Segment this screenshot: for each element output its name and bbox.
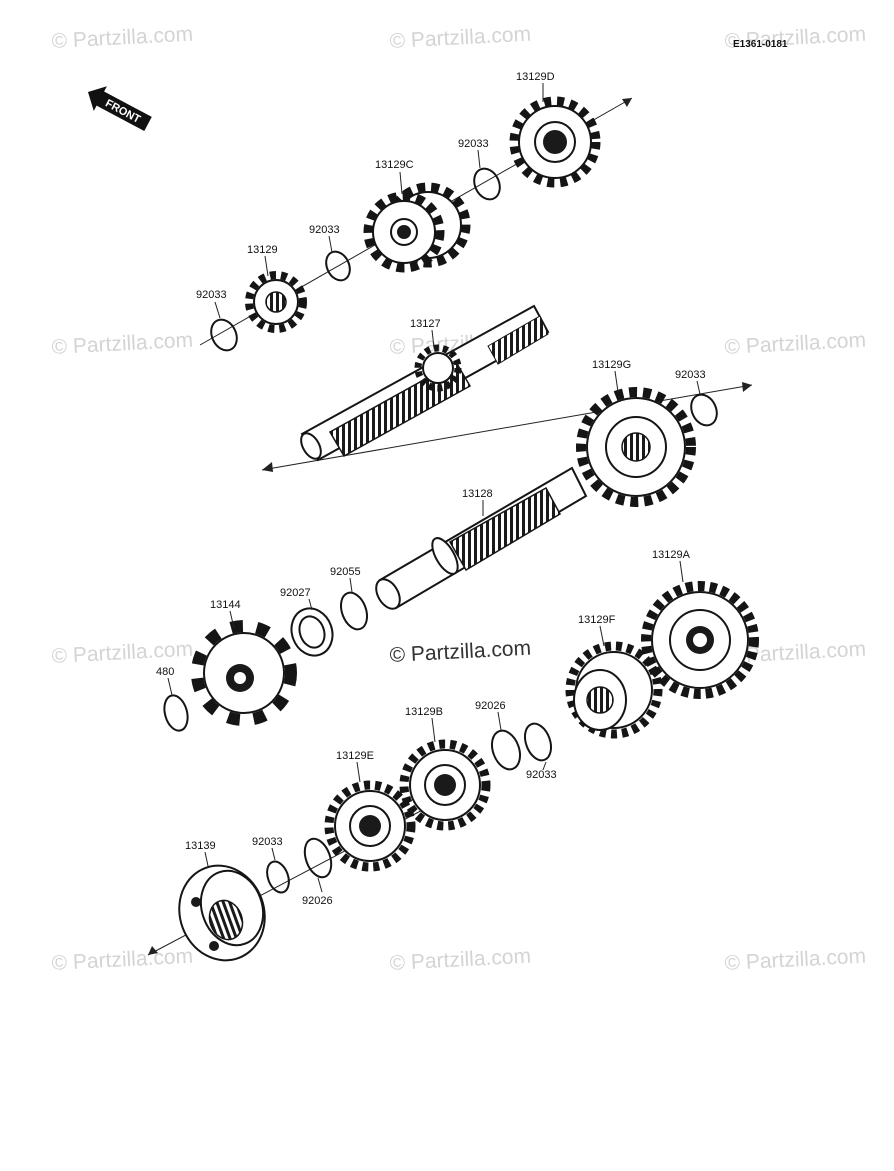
- shaft-13128: [375, 466, 588, 610]
- part-label: 13129C: [375, 159, 414, 171]
- center-watermark: © Partzilla.com: [389, 637, 532, 667]
- watermark: © Partzilla.com: [389, 23, 532, 53]
- circlip-92033: [266, 860, 290, 894]
- gear-13129b: [399, 739, 491, 831]
- part-label: 13129G: [592, 359, 631, 371]
- gear-13129f: [565, 641, 663, 739]
- part-label: 13129B: [405, 706, 443, 718]
- part-label: 13127: [410, 318, 441, 330]
- part-label: 13129A: [652, 549, 691, 561]
- part-label: 92055: [330, 566, 361, 578]
- shaft-13127: [300, 304, 550, 462]
- circlip-92033: [210, 318, 238, 352]
- gear-13129c: [363, 182, 471, 273]
- circlip-92033: [473, 167, 501, 201]
- drawing-code: E1361-0181: [733, 39, 788, 50]
- bushing-92027: [290, 607, 334, 657]
- part-label: 92033: [196, 289, 227, 301]
- part-label: 13144: [210, 599, 241, 611]
- part-label: 480: [156, 666, 174, 678]
- part-labels: 13129D 92033 13129C 92033 13129 92033 13…: [156, 71, 706, 907]
- gear-13129e: [324, 780, 416, 872]
- circlip-92033: [325, 250, 351, 282]
- watermark: © Partzilla.com: [51, 945, 194, 975]
- gear-13129: [245, 271, 307, 333]
- circlip-480: [163, 694, 189, 732]
- part-label: 92033: [309, 224, 340, 236]
- part-label: 13129F: [578, 614, 616, 626]
- watermark: © Partzilla.com: [51, 329, 194, 359]
- watermark: © Partzilla.com: [724, 329, 867, 359]
- sprocket-13144: [191, 620, 297, 726]
- circlip-92033: [690, 393, 718, 427]
- part-label: 92033: [252, 836, 283, 848]
- watermark: © Partzilla.com: [724, 945, 867, 975]
- gear-13129a: [641, 581, 759, 699]
- front-arrow-icon: FRONT: [87, 86, 152, 132]
- watermark: © Partzilla.com: [389, 945, 532, 975]
- gear-13129g: [576, 387, 696, 507]
- watermark: © Partzilla.com: [51, 638, 194, 668]
- part-label: 13129D: [516, 71, 555, 83]
- circlip-92033: [523, 722, 553, 762]
- part-label: 13128: [462, 488, 493, 500]
- washer-92026: [303, 837, 333, 879]
- part-label: 92033: [526, 769, 557, 781]
- washer-92026: [490, 729, 522, 771]
- part-label: 92033: [675, 369, 706, 381]
- part-label: 92033: [458, 138, 489, 150]
- leader-lines: [167, 83, 701, 893]
- circlip-92055: [339, 591, 369, 631]
- part-label: 13129E: [336, 750, 374, 762]
- part-label: 13129: [247, 244, 278, 256]
- gear-13129d: [509, 96, 601, 188]
- watermark: © Partzilla.com: [51, 23, 194, 53]
- part-label: 92026: [302, 895, 333, 907]
- part-label: 13139: [185, 840, 216, 852]
- part-label: 92027: [280, 587, 311, 599]
- watermarks: © Partzilla.com © Partzilla.com © Partzi…: [51, 23, 867, 975]
- part-label: 92026: [475, 700, 506, 712]
- hub-13139: [178, 864, 266, 962]
